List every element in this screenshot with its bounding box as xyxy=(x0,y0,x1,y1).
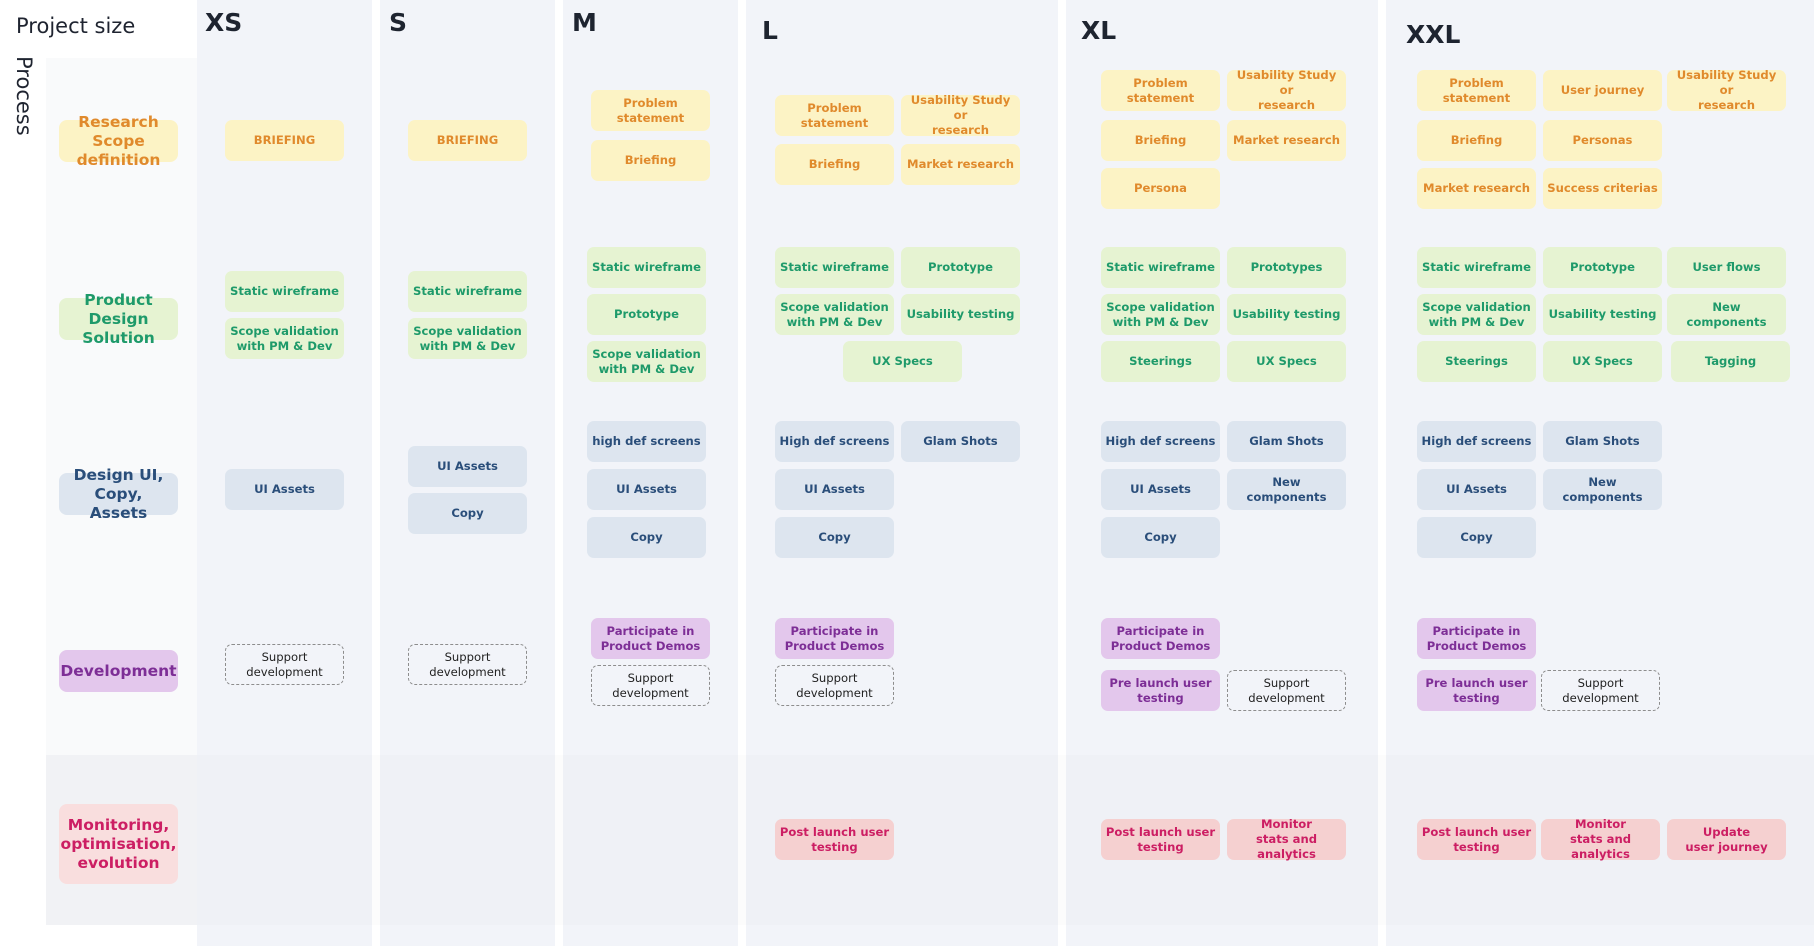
task-card: UI Assets xyxy=(1417,469,1536,510)
row-label-research: Research Scope definition xyxy=(59,113,178,169)
task-card: Participate in Product Demos xyxy=(1101,618,1220,659)
task-card: Static wireframe xyxy=(587,247,706,288)
task-card: Usability testing xyxy=(901,294,1020,335)
row-label-product-design: Product Design Solution xyxy=(59,291,178,347)
chart-title: Project size xyxy=(16,14,136,38)
task-card: BRIEFING xyxy=(225,120,344,161)
task-card: High def screens xyxy=(775,421,894,462)
column-header-m: M xyxy=(572,8,597,37)
task-card: Scope validation with PM & Dev xyxy=(775,294,894,335)
row-label-monitoring: Monitoring, optimisation, evolution xyxy=(59,804,178,884)
task-card: High def screens xyxy=(1101,421,1220,462)
task-card: Prototype xyxy=(1543,247,1662,288)
task-card: Scope validation with PM & Dev xyxy=(408,318,527,359)
task-card: User flows xyxy=(1667,247,1786,288)
task-card: Monitor stats and analytics xyxy=(1227,817,1346,861)
task-card: Briefing xyxy=(1101,120,1220,161)
task-card: UX Specs xyxy=(843,341,962,382)
task-card: Static wireframe xyxy=(1417,247,1536,288)
task-card: Support development xyxy=(775,665,894,706)
task-card: Post launch user testing xyxy=(775,819,894,860)
task-card: New components xyxy=(1543,469,1662,510)
task-card: Copy xyxy=(775,517,894,558)
task-card: Briefing xyxy=(1417,120,1536,161)
task-card: Glam Shots xyxy=(1543,421,1662,462)
task-card: Post launch user testing xyxy=(1417,819,1536,860)
task-card: Personas xyxy=(1543,120,1662,161)
task-card: UI Assets xyxy=(408,446,527,487)
task-card: Problem statement xyxy=(1417,70,1536,111)
task-card: Participate in Product Demos xyxy=(591,618,710,659)
task-card: Prototype xyxy=(587,294,706,335)
column-header-xs: XS xyxy=(205,8,243,37)
task-card: New components xyxy=(1667,294,1786,335)
task-card: Problem statement xyxy=(775,95,894,136)
task-card: Static wireframe xyxy=(1101,247,1220,288)
task-card: Static wireframe xyxy=(225,271,344,312)
task-card: Scope validation with PM & Dev xyxy=(1417,294,1536,335)
task-card: Usability Study or research xyxy=(1227,68,1346,112)
task-card: Pre launch user testing xyxy=(1101,670,1220,711)
task-card: Glam Shots xyxy=(901,421,1020,462)
task-card: Scope validation with PM & Dev xyxy=(587,341,706,382)
task-card: Support development xyxy=(1541,670,1660,711)
task-card: Static wireframe xyxy=(408,271,527,312)
task-card: Support development xyxy=(591,665,710,706)
task-card: Participate in Product Demos xyxy=(775,618,894,659)
task-card: UX Specs xyxy=(1543,341,1662,382)
task-card: New components xyxy=(1227,469,1346,510)
task-card: Usability Study or research xyxy=(1667,68,1786,112)
task-card: Success criterias xyxy=(1543,168,1662,209)
task-card: Scope validation with PM & Dev xyxy=(1101,294,1220,335)
task-card: UI Assets xyxy=(587,469,706,510)
row-label-design-ui: Design UI, Copy, Assets xyxy=(59,466,178,522)
column-header-s: S xyxy=(389,8,408,37)
task-card: Participate in Product Demos xyxy=(1417,618,1536,659)
task-card: Market research xyxy=(1417,168,1536,209)
task-card: Prototype xyxy=(901,247,1020,288)
task-card: Glam Shots xyxy=(1227,421,1346,462)
task-card: UI Assets xyxy=(225,469,344,510)
task-card: Usability Study or research xyxy=(901,93,1020,137)
task-card: BRIEFING xyxy=(408,120,527,161)
task-card: Copy xyxy=(587,517,706,558)
task-card: Prototypes xyxy=(1227,247,1346,288)
task-card: User journey xyxy=(1543,70,1662,111)
task-card: Support development xyxy=(1227,670,1346,711)
task-card: Persona xyxy=(1101,168,1220,209)
task-card: UI Assets xyxy=(1101,469,1220,510)
task-card: Usability testing xyxy=(1227,294,1346,335)
process-axis-label: Process xyxy=(12,56,36,136)
column-header-l: L xyxy=(762,16,778,45)
task-card: High def screens xyxy=(1417,421,1536,462)
task-card: Briefing xyxy=(591,140,710,181)
task-card: Tagging xyxy=(1671,341,1790,382)
column-header-xl: XL xyxy=(1081,16,1117,45)
task-card: Briefing xyxy=(775,144,894,185)
task-card: Steerings xyxy=(1417,341,1536,382)
task-card: UI Assets xyxy=(775,469,894,510)
task-card: Problem statement xyxy=(591,90,710,131)
task-card: Copy xyxy=(1101,517,1220,558)
task-card: Scope validation with PM & Dev xyxy=(225,318,344,359)
task-card: Update user journey xyxy=(1667,819,1786,860)
task-card: Copy xyxy=(1417,517,1536,558)
column-header-xxl: XXL xyxy=(1406,20,1461,49)
task-card: Market research xyxy=(901,144,1020,185)
task-card: Post launch user testing xyxy=(1101,819,1220,860)
task-card: high def screens xyxy=(587,421,706,462)
task-card: Problem statement xyxy=(1101,70,1220,111)
task-card: Support development xyxy=(408,644,527,685)
task-card: Copy xyxy=(408,493,527,534)
task-card: Usability testing xyxy=(1543,294,1662,335)
task-card: Market research xyxy=(1227,120,1346,161)
task-card: UX Specs xyxy=(1227,341,1346,382)
row-label-development: Development xyxy=(59,650,178,692)
task-card: Steerings xyxy=(1101,341,1220,382)
task-card: Monitor stats and analytics xyxy=(1541,817,1660,861)
task-card: Pre launch user testing xyxy=(1417,670,1536,711)
task-card: Static wireframe xyxy=(775,247,894,288)
task-card: Support development xyxy=(225,644,344,685)
